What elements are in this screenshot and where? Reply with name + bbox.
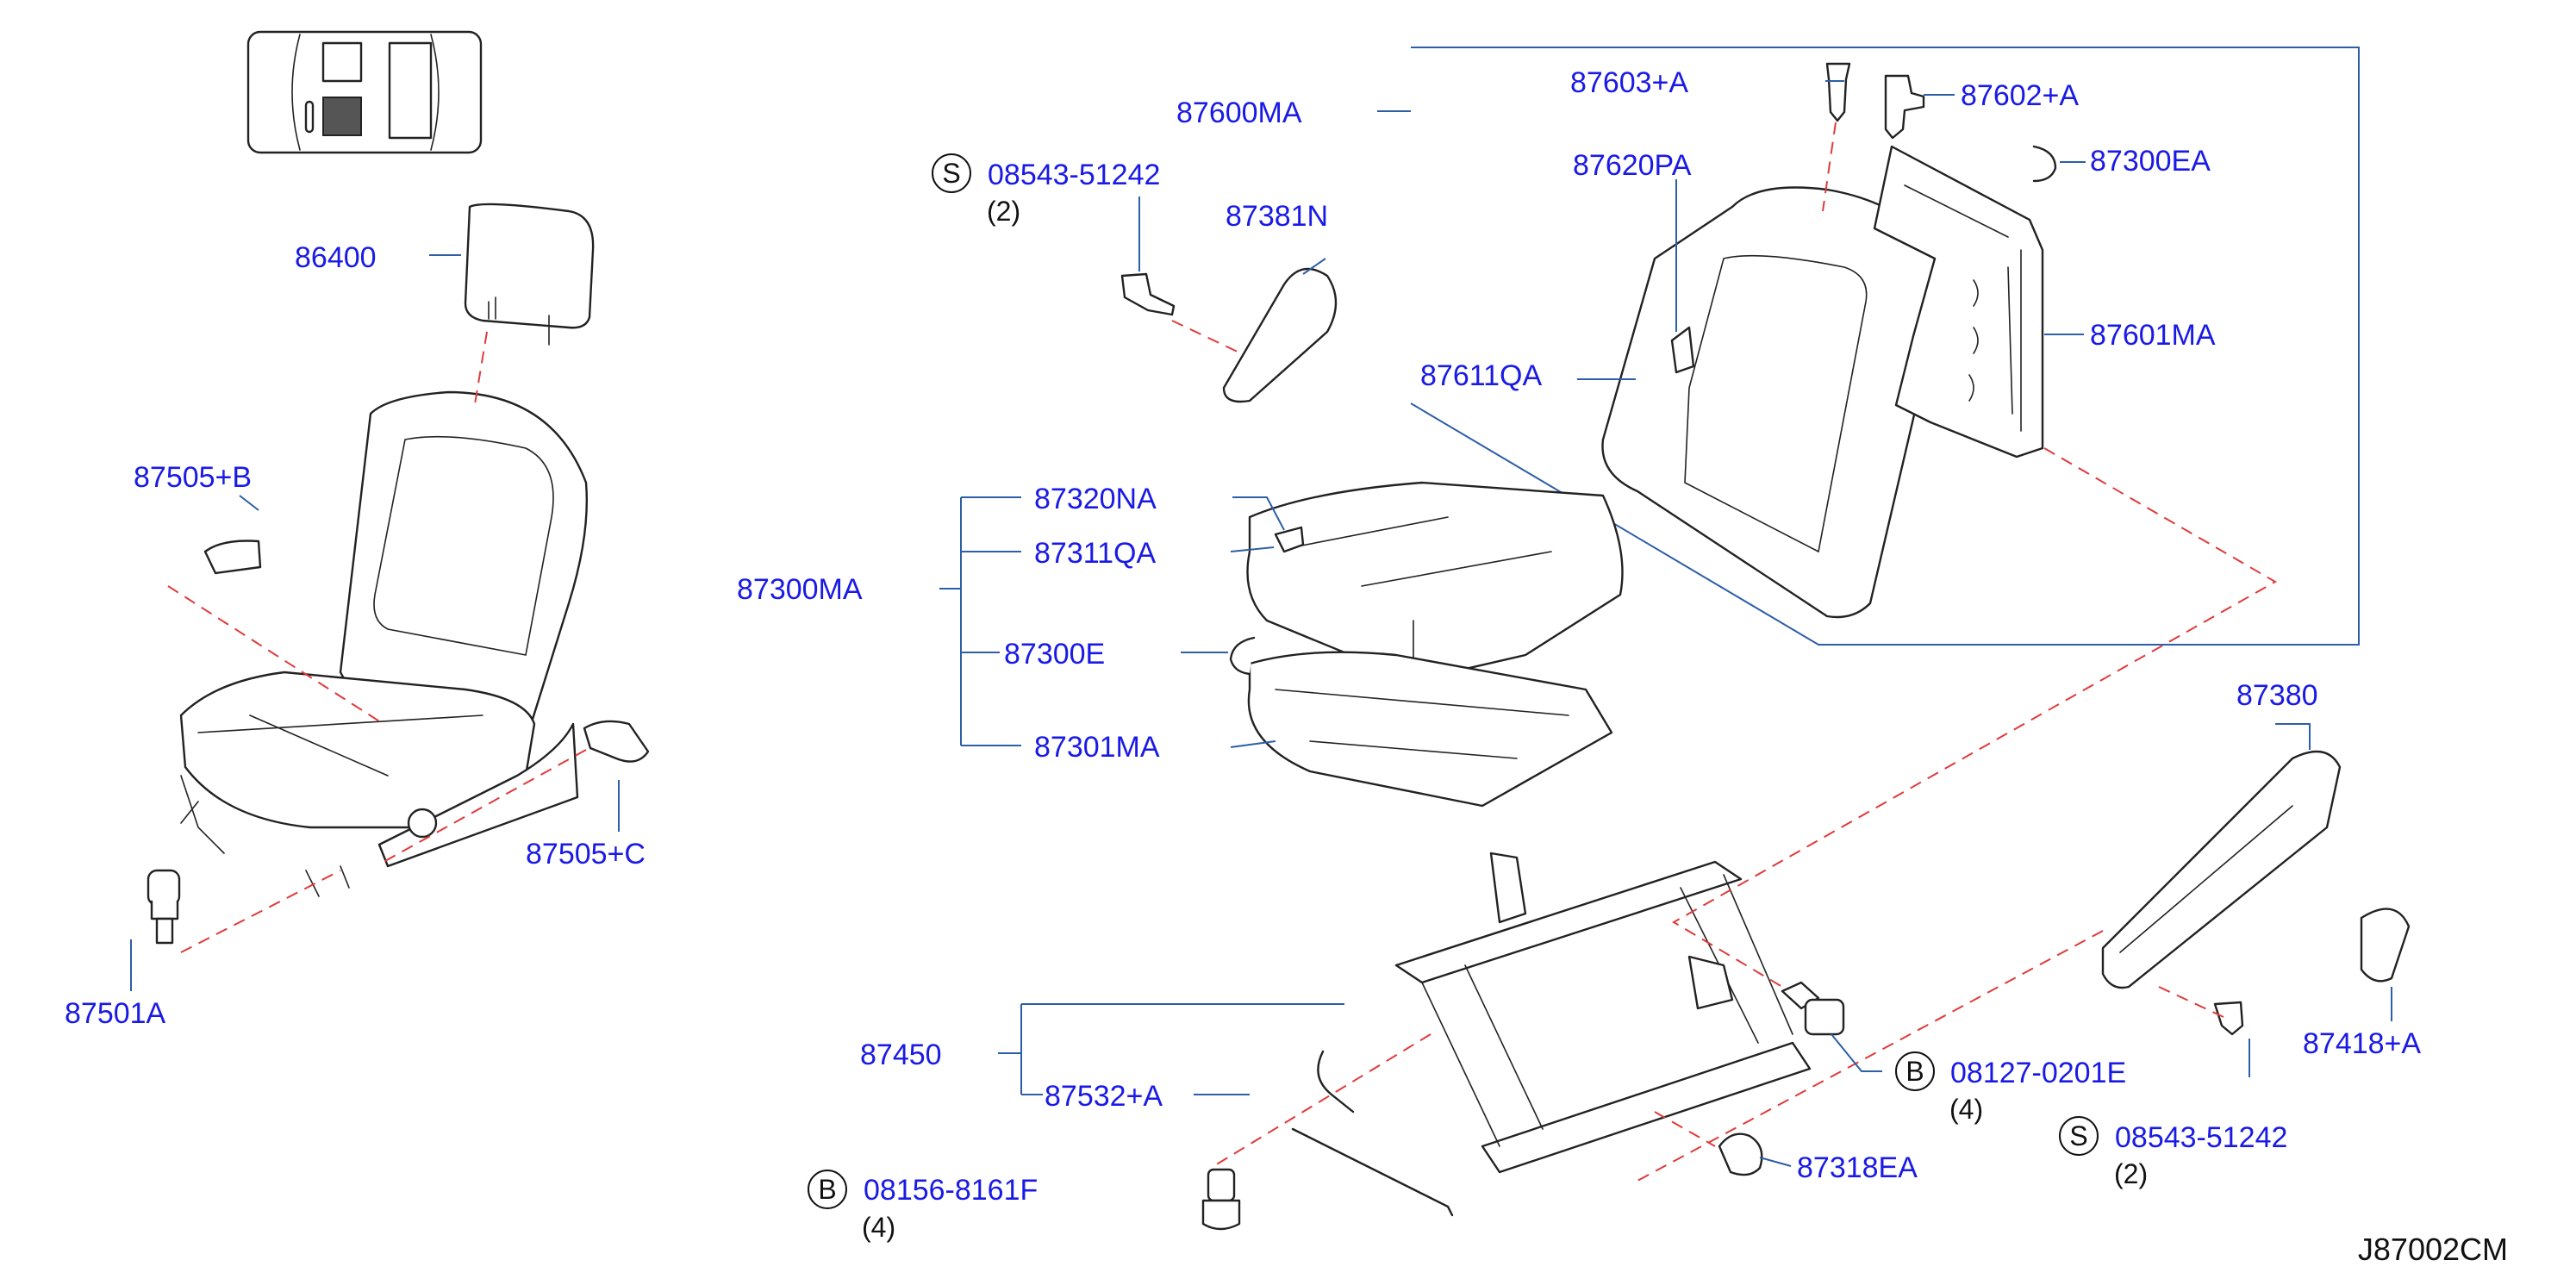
label-87300ea[interactable]: 87300EA — [2090, 145, 2211, 178]
label-87320na[interactable]: 87320NA — [1034, 483, 1157, 515]
part-87318ea-drawing — [1718, 1132, 1763, 1176]
label-87380[interactable]: 87380 — [2236, 679, 2318, 712]
part-87603a-drawing — [1825, 62, 1851, 122]
seat-back-group-box — [1410, 47, 2360, 646]
fastener-prefix: B — [1905, 1056, 1924, 1087]
assembly-dashed-lines — [167, 122, 2278, 1182]
part-87418a-drawing — [2360, 908, 2411, 983]
label-87301ma[interactable]: 87301MA — [1034, 731, 1160, 764]
label-87601ma[interactable]: 87601MA — [2090, 319, 2216, 352]
label-87300e[interactable]: 87300E — [1004, 638, 1105, 671]
fastener-qty: (2) — [987, 196, 1020, 227]
part-87300e-drawing — [1229, 636, 1256, 676]
label-87620pa[interactable]: 87620PA — [1573, 149, 1692, 182]
label-87501a[interactable]: 87501A — [65, 997, 166, 1030]
part-87532a-drawing — [1291, 1127, 1454, 1217]
fastener-prefix: B — [818, 1174, 836, 1205]
part-87505c-drawing — [583, 720, 650, 763]
callout-screw-right[interactable]: S 08543-51242 (2) — [2059, 1116, 2287, 1189]
label-87602a[interactable]: 87602+A — [1961, 79, 2079, 112]
prefix-circle — [2059, 1116, 2099, 1156]
label-87311qa[interactable]: 87311QA — [1034, 537, 1156, 570]
fastener-prefix: S — [942, 158, 960, 189]
fastener-qty: (4) — [862, 1212, 895, 1243]
fastener-number: 08543-51242 — [2115, 1121, 2287, 1154]
label-87532a[interactable]: 87532+A — [1045, 1080, 1163, 1113]
part-87602a-drawing — [1884, 74, 1925, 140]
bolt-left-drawing — [1201, 1168, 1241, 1231]
prefix-circle — [1895, 1051, 1935, 1091]
fastener-qty: (4) — [1949, 1094, 1983, 1125]
vehicle-locator-icon — [246, 30, 483, 154]
label-87611qa[interactable]: 87611QA — [1420, 359, 1542, 392]
callout-top-screw[interactable]: S 08543-51242 (2) — [932, 153, 1160, 227]
part-87381n-drawing — [1222, 267, 1338, 403]
label-87505c[interactable]: 87505+C — [526, 838, 646, 870]
callout-bolt-right[interactable]: B 08127-0201E (4) — [1895, 1051, 2126, 1125]
screw-right-drawing — [2213, 1001, 2244, 1036]
label-87505b[interactable]: 87505+B — [134, 461, 252, 494]
label-86400[interactable]: 86400 — [295, 241, 377, 274]
seat-slide-frame-drawing — [1317, 852, 1812, 1174]
label-87318ea[interactable]: 87318EA — [1797, 1151, 1918, 1184]
cushion-drawing — [1246, 481, 1624, 808]
top-screw-drawing — [1120, 272, 1176, 316]
fastener-prefix: S — [2069, 1120, 2087, 1151]
seat-back-frame-drawing — [1873, 145, 2044, 459]
complete-seat-drawing — [179, 203, 595, 897]
label-87418a[interactable]: 87418+A — [2303, 1027, 2421, 1060]
label-87300ma[interactable]: 87300MA — [737, 573, 863, 606]
prefix-circle — [808, 1170, 847, 1209]
label-87603a[interactable]: 87603+A — [1570, 66, 1688, 99]
leader-lines — [130, 80, 2392, 1167]
part-87501a-drawing — [147, 869, 181, 945]
bolt-right-drawing — [1781, 981, 1845, 1036]
fastener-number: 08543-51242 — [988, 159, 1160, 191]
part-87300ea-drawing — [2032, 145, 2057, 183]
part-87505b-drawing — [203, 540, 262, 575]
fastener-number: 08127-0201E — [1950, 1057, 2126, 1089]
label-87381n[interactable]: 87381N — [1226, 200, 1328, 233]
part-87380-drawing — [2101, 750, 2342, 989]
seat-back-cover-drawing — [1601, 186, 1951, 619]
label-87600ma[interactable]: 87600MA — [1176, 97, 1302, 129]
fastener-qty: (2) — [2114, 1158, 2148, 1189]
prefix-circle — [932, 153, 971, 193]
callout-bolt-left[interactable]: B 08156-8161F (4) — [808, 1170, 1038, 1243]
part-87320na-drawing — [1274, 526, 1305, 553]
fastener-number: 08156-8161F — [864, 1174, 1038, 1207]
label-87450[interactable]: 87450 — [860, 1039, 942, 1071]
diagram-code: J87002CM — [2358, 1232, 2508, 1267]
